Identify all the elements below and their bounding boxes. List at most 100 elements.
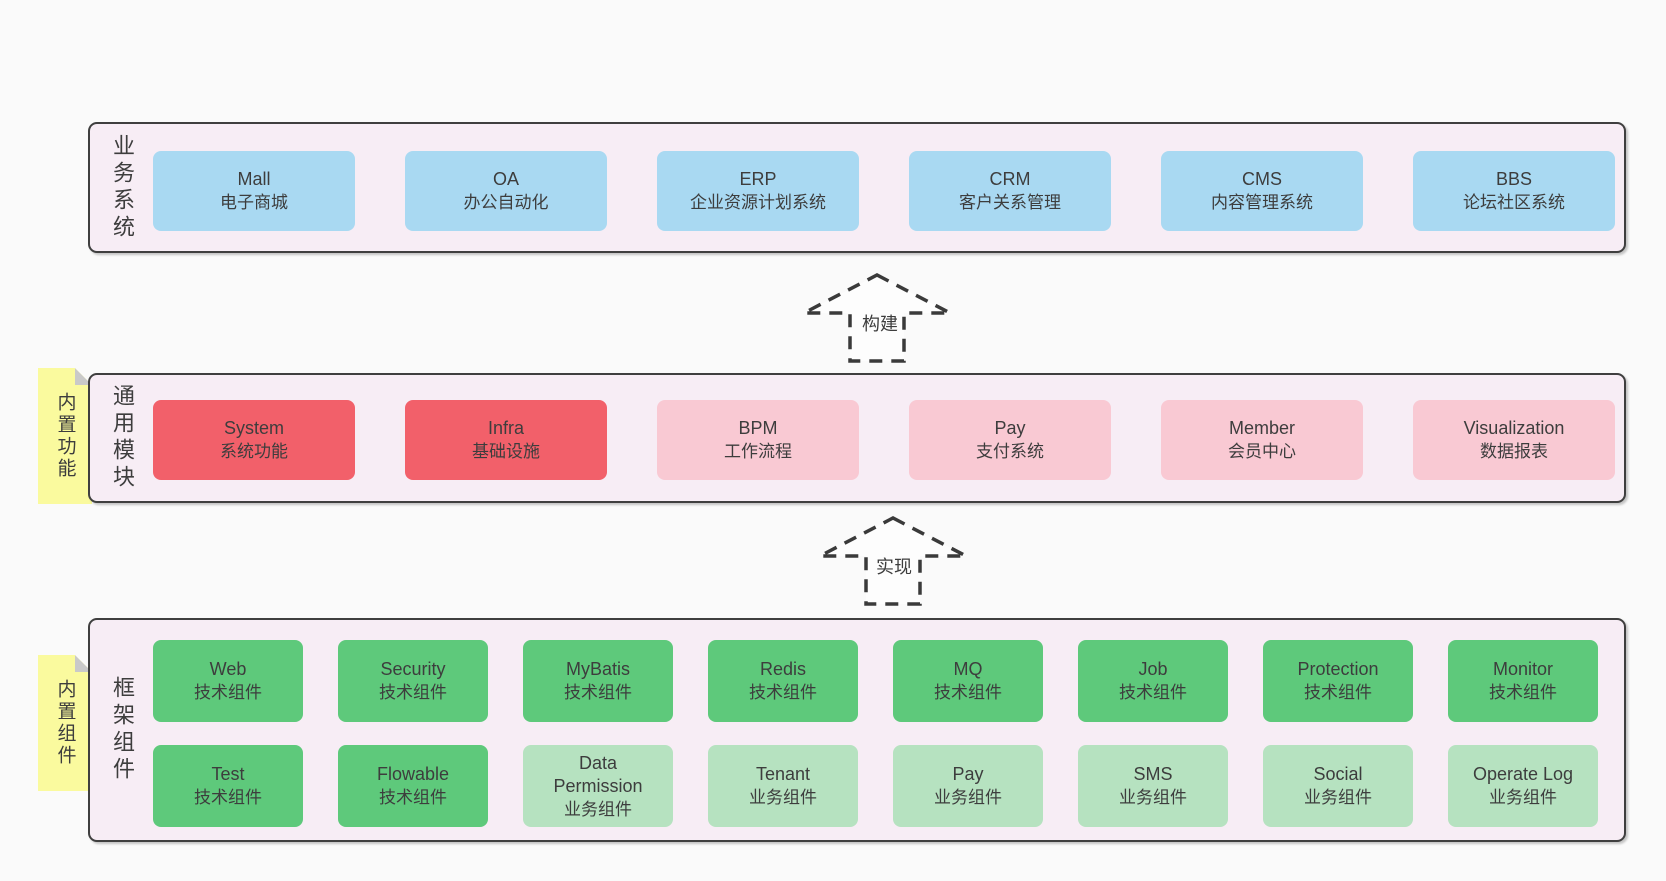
box-pay-component-name: Pay [952,764,984,784]
box-pay-module-desc: 支付系统 [976,442,1044,461]
band-framework-components: 框架组件 Web 技术组件 Security 技术组件 MyBatis 技术组件… [88,618,1626,842]
box-monitor: Monitor 技术组件 [1448,640,1598,722]
box-web-name: Web [209,659,247,679]
box-monitor-name: Monitor [1492,659,1554,679]
box-flowable-desc: 技术组件 [379,788,447,807]
box-tenant-desc: 业务组件 [749,788,817,807]
box-social-name: Social [1313,764,1363,784]
box-cms-desc: 内容管理系统 [1211,193,1313,212]
box-monitor-desc: 技术组件 [1489,683,1557,702]
modules-box-row: System 系统功能 Infra 基础设施 BPM 工作流程 Pay 支付系统… [153,400,1615,480]
box-pay-component-desc: 业务组件 [934,788,1002,807]
components-box-row-2: Test 技术组件 Flowable 技术组件 Data Permission … [153,745,1598,827]
band-business-label: 业务系统 [110,133,135,242]
box-tenant-name: Tenant [755,764,811,784]
box-security: Security 技术组件 [338,640,488,722]
box-visualization-desc: 数据报表 [1480,442,1548,461]
box-pay-component: Pay 业务组件 [893,745,1043,827]
box-social: Social 业务组件 [1263,745,1413,827]
box-social-desc: 业务组件 [1304,788,1372,807]
box-bpm: BPM 工作流程 [657,400,859,480]
box-operate-log-name: Operate Log [1472,764,1574,784]
box-mybatis-desc: 技术组件 [564,683,632,702]
box-data-permission-name: Data Permission [553,752,643,796]
box-sms-name: SMS [1133,764,1173,784]
sticky-note-builtin-functions: 内置功能 [38,368,92,504]
box-mall-name: Mall [237,169,271,189]
box-flowable-name: Flowable [376,764,450,784]
box-bbs: BBS 论坛社区系统 [1413,151,1615,231]
box-redis: Redis 技术组件 [708,640,858,722]
box-redis-name: Redis [759,659,807,679]
box-data-permission: Data Permission 业务组件 [523,745,673,827]
box-system: System 系统功能 [153,400,355,480]
box-pay-module: Pay 支付系统 [909,400,1111,480]
box-security-name: Security [380,659,446,679]
box-infra-name: Infra [487,418,525,438]
box-security-desc: 技术组件 [379,683,447,702]
box-job: Job 技术组件 [1078,640,1228,722]
box-mq: MQ 技术组件 [893,640,1043,722]
box-mall-desc: 电子商城 [220,193,288,212]
box-test-name: Test [211,764,245,784]
box-protection-desc: 技术组件 [1304,683,1372,702]
box-member-desc: 会员中心 [1228,442,1296,461]
box-member: Member 会员中心 [1161,400,1363,480]
box-oa: OA 办公自动化 [405,151,607,231]
box-redis-desc: 技术组件 [749,683,817,702]
box-infra: Infra 基础设施 [405,400,607,480]
box-pay-module-name: Pay [994,418,1026,438]
box-bpm-desc: 工作流程 [724,442,792,461]
box-mq-name: MQ [953,659,983,679]
band-common-modules: 通用模块 System 系统功能 Infra 基础设施 BPM 工作流程 Pay… [88,373,1626,503]
box-protection: Protection 技术组件 [1263,640,1413,722]
business-box-row: Mall 电子商城 OA 办公自动化 ERP 企业资源计划系统 CRM 客户关系… [153,151,1615,231]
sticky-note-builtin-components: 内置组件 [38,655,92,791]
box-erp: ERP 企业资源计划系统 [657,151,859,231]
box-web-desc: 技术组件 [194,683,262,702]
box-member-name: Member [1228,418,1295,438]
build-arrow-label: 构建 [859,309,901,337]
band-business-systems: 业务系统 Mall 电子商城 OA 办公自动化 ERP 企业资源计划系统 CRM… [88,122,1626,253]
box-oa-name: OA [492,169,519,189]
box-cms: CMS 内容管理系统 [1161,151,1363,231]
box-cms-name: CMS [1242,169,1282,189]
box-infra-desc: 基础设施 [472,442,540,461]
box-job-desc: 技术组件 [1119,683,1187,702]
box-web: Web 技术组件 [153,640,303,722]
box-job-name: Job [1138,659,1168,679]
box-crm-name: CRM [989,169,1031,189]
box-crm-desc: 客户关系管理 [959,193,1061,212]
box-mybatis-name: MyBatis [565,659,630,679]
box-operate-log: Operate Log 业务组件 [1448,745,1598,827]
box-bpm-name: BPM [738,418,778,438]
box-bbs-desc: 论坛社区系统 [1463,193,1565,212]
box-crm: CRM 客户关系管理 [909,151,1111,231]
box-visualization: Visualization 数据报表 [1413,400,1615,480]
box-test-desc: 技术组件 [194,788,262,807]
box-tenant: Tenant 业务组件 [708,745,858,827]
box-protection-name: Protection [1297,659,1379,679]
box-visualization-name: Visualization [1463,418,1565,438]
box-sms-desc: 业务组件 [1119,788,1187,807]
box-erp-name: ERP [739,169,777,189]
box-data-permission-desc: 业务组件 [564,799,632,819]
box-bbs-name: BBS [1495,169,1533,189]
box-mall: Mall 电子商城 [153,151,355,231]
sticky-functions-label: 内置功能 [54,392,76,480]
box-mybatis: MyBatis 技术组件 [523,640,673,722]
box-mq-desc: 技术组件 [934,683,1002,702]
box-system-name: System [223,418,284,438]
box-flowable: Flowable 技术组件 [338,745,488,827]
implement-arrow-label: 实现 [873,552,915,580]
band-modules-label: 通用模块 [110,384,135,492]
box-sms: SMS 业务组件 [1078,745,1228,827]
box-operate-log-desc: 业务组件 [1489,788,1557,807]
box-oa-desc: 办公自动化 [463,193,549,212]
band-components-label: 框架组件 [110,676,135,784]
box-test: Test 技术组件 [153,745,303,827]
box-system-desc: 系统功能 [220,442,288,461]
box-erp-desc: 企业资源计划系统 [690,193,826,212]
sticky-components-label: 内置组件 [54,679,76,767]
